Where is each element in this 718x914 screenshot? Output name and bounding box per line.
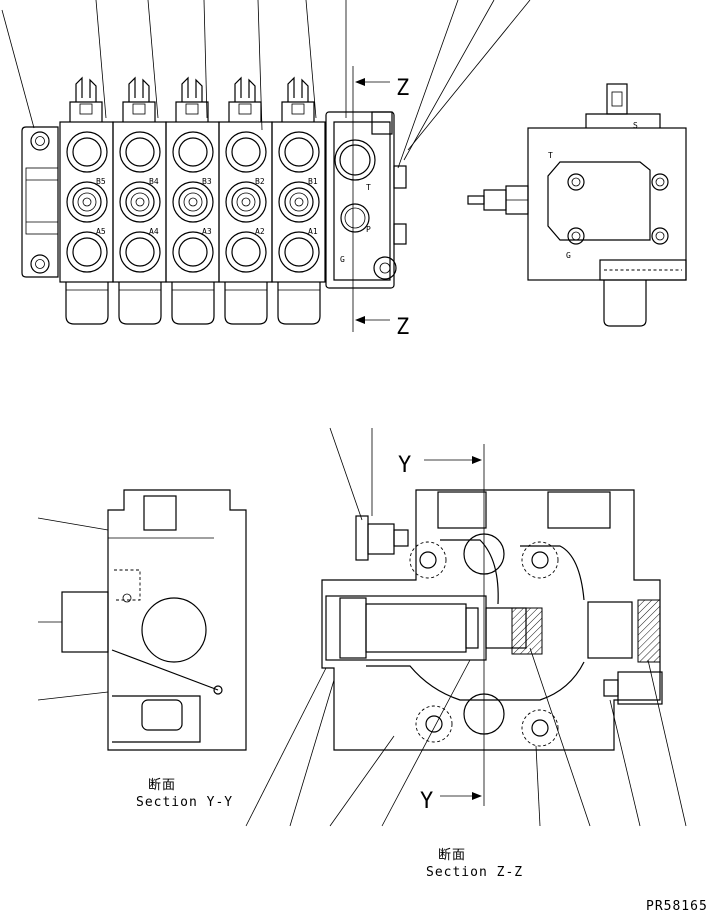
side-label-g: G <box>566 251 571 260</box>
port-bore <box>231 237 261 267</box>
port-boss <box>66 131 108 173</box>
port-label-a5: A5 <box>96 227 106 236</box>
port-bore <box>125 137 155 167</box>
port-label-t: T <box>366 183 371 192</box>
port-bore <box>125 237 155 267</box>
port-bore <box>178 187 208 217</box>
section-marker-z-top: Z <box>396 76 409 101</box>
caption-zz-en: Section Z-Z <box>426 865 523 880</box>
port-bore <box>72 137 102 167</box>
section-line-z: Z Z <box>352 66 409 340</box>
lever-pin <box>185 103 199 115</box>
top-leader-lines <box>1 0 531 169</box>
lever-pin <box>132 103 146 115</box>
port-boss <box>225 131 267 173</box>
port-boss <box>172 181 214 223</box>
relief-plug <box>289 192 309 212</box>
lever-fork <box>128 76 150 102</box>
port-bore <box>231 187 261 217</box>
port-label-a1: A1 <box>308 227 318 236</box>
port-bore <box>72 187 102 217</box>
relief-plug-center <box>135 197 145 207</box>
section-zz-view: Y Y 断面 Section Z-Z <box>245 427 687 880</box>
caption-zz-jp: 断面 <box>438 848 466 863</box>
port-boss <box>278 181 320 223</box>
port-bore <box>284 237 314 267</box>
port-bore <box>178 137 208 167</box>
port-bore <box>72 237 102 267</box>
spool-cap <box>118 282 162 325</box>
valve-section-1 <box>271 121 326 283</box>
port-boss <box>278 131 320 173</box>
side-label-t: T <box>548 151 553 160</box>
port-label-b1: B1 <box>308 177 318 186</box>
port-boss <box>66 231 108 273</box>
lever-pin <box>238 103 252 115</box>
lever-pin <box>291 103 305 115</box>
relief-plug <box>77 192 97 212</box>
caption-yy-jp: 断面 <box>148 778 176 793</box>
drawing-code: PR58165 <box>646 899 708 914</box>
relief-plug-center <box>241 197 251 207</box>
port-label-a2: A2 <box>255 227 265 236</box>
lever-pin <box>79 103 93 115</box>
spool-cap <box>224 282 268 325</box>
section-marker-z-bottom: Z <box>396 315 409 340</box>
relief-plug-center <box>188 197 198 207</box>
section-yy-view: 断面 Section Y-Y <box>37 489 247 810</box>
port-label-g: G <box>340 255 345 264</box>
relief-plug <box>183 192 203 212</box>
port-boss <box>225 181 267 223</box>
relief-plug <box>236 192 256 212</box>
lever-fork <box>181 76 203 102</box>
port-label-b4: B4 <box>149 177 159 186</box>
spool-cap <box>65 282 109 325</box>
port-boss <box>172 231 214 273</box>
section-cap <box>281 101 315 122</box>
port-bore <box>178 237 208 267</box>
caption-yy-en: Section Y-Y <box>136 795 233 810</box>
port-bore <box>284 137 314 167</box>
port-bore <box>125 187 155 217</box>
port-boss <box>225 231 267 273</box>
section-cap <box>228 101 262 122</box>
port-boss <box>119 181 161 223</box>
side-label-s: S <box>633 121 638 130</box>
section-marker-y-bottom: Y <box>420 789 433 814</box>
lever-fork <box>75 76 97 102</box>
port-boss <box>119 231 161 273</box>
port-bore <box>284 187 314 217</box>
port-label-a3: A3 <box>202 227 212 236</box>
port-label-b5: B5 <box>96 177 106 186</box>
spool-cap <box>277 282 321 325</box>
lever-fork <box>287 76 309 102</box>
port-label-b2: B2 <box>255 177 265 186</box>
section-cap <box>69 101 103 122</box>
port-bore <box>231 137 261 167</box>
relief-plug <box>130 192 150 212</box>
relief-plug-center <box>294 197 304 207</box>
port-label-b3: B3 <box>202 177 212 186</box>
port-boss <box>66 181 108 223</box>
port-label-a4: A4 <box>149 227 159 236</box>
section-cap <box>122 101 156 122</box>
lever-fork <box>234 76 256 102</box>
port-boss <box>172 131 214 173</box>
spool-cap <box>171 282 215 325</box>
port-boss <box>278 231 320 273</box>
port-label-p: P <box>366 225 371 234</box>
port-boss <box>119 131 161 173</box>
relief-plug-center <box>82 197 92 207</box>
section-marker-y-top: Y <box>398 453 411 478</box>
section-cap <box>175 101 209 122</box>
valve-side-view: S T G <box>467 83 687 327</box>
